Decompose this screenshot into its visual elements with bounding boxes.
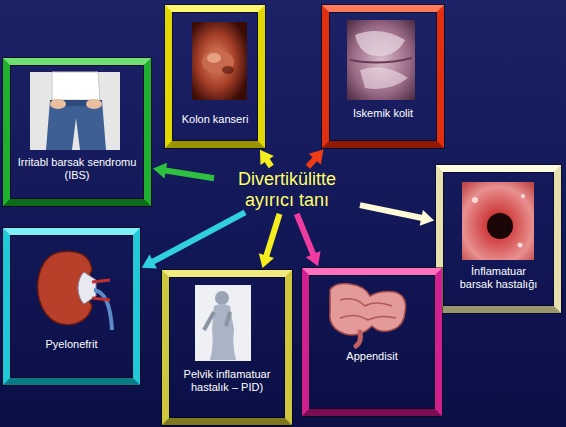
diagnosis-frame: Irritabl barsak sendromu (IBS): [3, 58, 151, 206]
arrow-head: [420, 210, 434, 226]
ibs-image: [30, 72, 120, 150]
arrow-head: [142, 254, 157, 268]
diagnosis-label: Iskemik kolit: [331, 107, 435, 120]
ischemic-colitis-image: [347, 20, 415, 100]
arrow-shaft: [266, 214, 280, 258]
diagnosis-label: Irritabl barsak sendromu (IBS): [12, 156, 142, 182]
arrow-shaft: [297, 214, 314, 256]
diagnosis-label: Kolon kanseri: [174, 113, 256, 126]
appendix-image: [330, 284, 406, 346]
diagnosis-label: Pelvik inflamatuar hastalık – PID): [171, 368, 283, 394]
arrow-connector: [259, 214, 280, 268]
arrow-head: [306, 251, 321, 266]
diagnosis-frame: Pelvik inflamatuar hastalık – PID): [162, 270, 292, 425]
center-title: Divertikülitte ayırıcı tanı: [217, 169, 357, 211]
diagnosis-frame: İnflamatuar barsak hastalığı: [436, 165, 561, 313]
diagnosis-label: Appendisit: [311, 350, 433, 363]
pid-image: [195, 285, 251, 361]
center-title-text: Divertikülitte ayırıcı tanı: [217, 169, 357, 211]
arrow-head: [309, 149, 324, 164]
arrow-head: [153, 163, 167, 179]
kidney-image: [38, 251, 112, 330]
arrow-shaft: [164, 170, 214, 178]
diagnosis-frame: Pyelonefrit: [3, 228, 140, 385]
arrow-connector: [308, 149, 324, 166]
colon-cancer-image: [192, 22, 247, 100]
arrow-connector: [153, 163, 214, 179]
diagnosis-label: Pyelonefrit: [12, 338, 131, 351]
arrow-shaft: [360, 205, 423, 218]
diagnosis-frame: Iskemik kolit: [322, 5, 444, 148]
arrow-connector: [260, 150, 274, 167]
ibd-image: [462, 182, 534, 260]
arrow-shaft: [151, 212, 245, 262]
diagnosis-label: İnflamatuar barsak hastalığı: [457, 265, 541, 291]
diagnosis-frame: Appendisit: [302, 268, 442, 416]
arrow-connector: [297, 214, 321, 266]
arrow-head: [259, 253, 274, 268]
arrow-connector: [142, 212, 245, 268]
arrow-connector: [360, 205, 434, 226]
diagnosis-frame: Kolon kanseri: [165, 5, 265, 148]
arrow-head: [260, 150, 274, 165]
